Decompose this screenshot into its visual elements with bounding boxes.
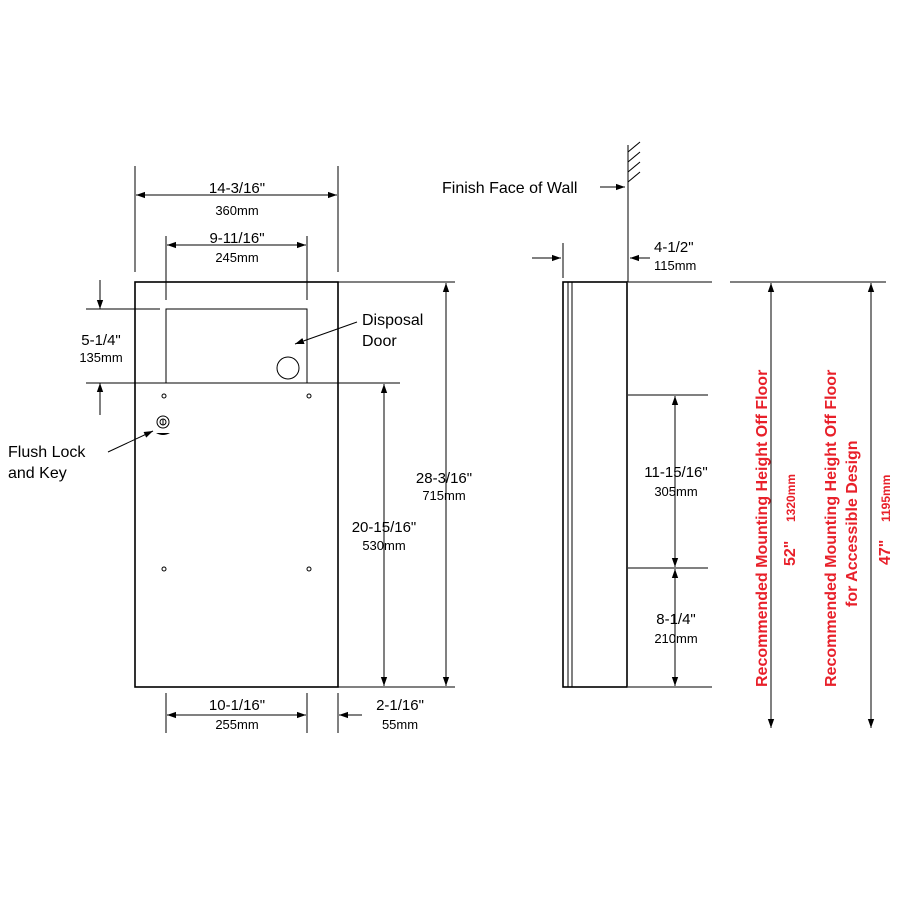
cabinet-outline (134, 281, 339, 688)
side-offset-imperial: 2-1/16" (376, 697, 424, 714)
side-lower-imperial: 8-1/4" (656, 611, 696, 628)
flush-lock-label: Flush Lock (8, 444, 86, 461)
finish-face-label: Finish Face of Wall (442, 180, 577, 197)
side-upper-imperial: 11-15/16" (644, 464, 707, 481)
top-to-door-imperial: 5-1/4" (81, 332, 121, 349)
lower-height-imperial: 20-15/16" (352, 519, 417, 536)
lock-icon (156, 415, 170, 435)
top-to-door-metric: 135mm (79, 350, 122, 365)
side-lower-metric: 210mm (654, 631, 697, 646)
side-offset-metric: 55mm (382, 717, 418, 732)
bottom-width-metric: 255mm (215, 717, 258, 732)
overall-height-metric: 715mm (422, 488, 465, 503)
mounting-accessible-title-line2: for Accessible Design (844, 440, 861, 607)
side-upper-metric: 305mm (654, 484, 697, 499)
mounting-standard-imperial: 52" (782, 541, 799, 566)
lower-height-metric: 530mm (362, 538, 405, 553)
screw-hole (161, 393, 167, 399)
wall-hatch (627, 141, 641, 183)
side-view: Finish Face of Wall 4-1/2" 115mm 11-15/1… (442, 141, 894, 728)
screw-hole (306, 566, 312, 572)
door-width-imperial: 9-11/16" (209, 230, 264, 247)
mounting-standard-metric: 1320mm (784, 474, 798, 522)
screw-hole (306, 393, 312, 399)
bottom-width-imperial: 10-1/16" (209, 697, 265, 714)
leader-disposal-door (294, 321, 358, 345)
mounting-accessible-title: Recommended Mounting Height Off Floor (823, 370, 840, 687)
overall-width-imperial: 14-3/16" (209, 180, 265, 197)
disposal-door-label-line2: Door (362, 333, 397, 350)
overall-width-metric: 360mm (215, 203, 258, 218)
flush-lock-label-line2: and Key (8, 465, 67, 482)
mounting-standard-title: Recommended Mounting Height Off Floor (754, 370, 771, 687)
leader-flush-lock (107, 430, 154, 453)
overall-height-imperial: 28-3/16" (416, 470, 472, 487)
depth-imperial: 4-1/2" (654, 239, 694, 256)
screw-hole (161, 566, 167, 572)
door-width-metric: 245mm (215, 250, 258, 265)
cabinet-side (562, 281, 628, 688)
disposal-door-handle (276, 356, 300, 380)
disposal-door (165, 308, 308, 384)
depth-metric: 115mm (654, 258, 696, 273)
disposal-door-label: Disposal (362, 312, 423, 329)
mounting-accessible-imperial: 47" (877, 540, 894, 565)
front-view: 14-3/16" 360mm 9-11/16" 245mm 5-1/4" 135… (8, 166, 472, 733)
mounting-accessible-metric: 1195mm (879, 475, 893, 522)
